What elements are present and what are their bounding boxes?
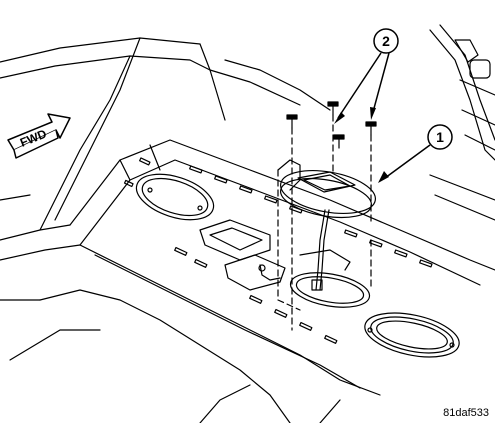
module: [279, 170, 376, 219]
tray-slots: [123, 157, 433, 344]
screw-left: [286, 114, 298, 129]
callout-2: 2: [334, 28, 399, 124]
callout-1: 1: [378, 124, 453, 183]
package-tray-panel: [0, 139, 495, 423]
callout-2-number: 2: [382, 33, 390, 49]
right-speaker-opening: [364, 312, 460, 358]
body-outline: [0, 37, 331, 261]
figure-id: 81daf533: [443, 407, 489, 419]
center-recess: [199, 219, 351, 291]
module-mounting-opening: [289, 272, 371, 308]
right-side-trim: [429, 24, 495, 221]
fwd-direction-arrow: FWD: [7, 113, 71, 159]
explode-guide-lines: [277, 114, 372, 331]
callout-1-number: 1: [436, 129, 444, 145]
mounting-screws: [286, 101, 377, 149]
screw-fourth: [333, 134, 345, 149]
module-bracket: [277, 159, 301, 191]
left-speaker-opening: [135, 173, 215, 221]
screw-center: [327, 101, 339, 116]
wire-harness: [258, 209, 330, 291]
screw-right: [365, 121, 377, 136]
